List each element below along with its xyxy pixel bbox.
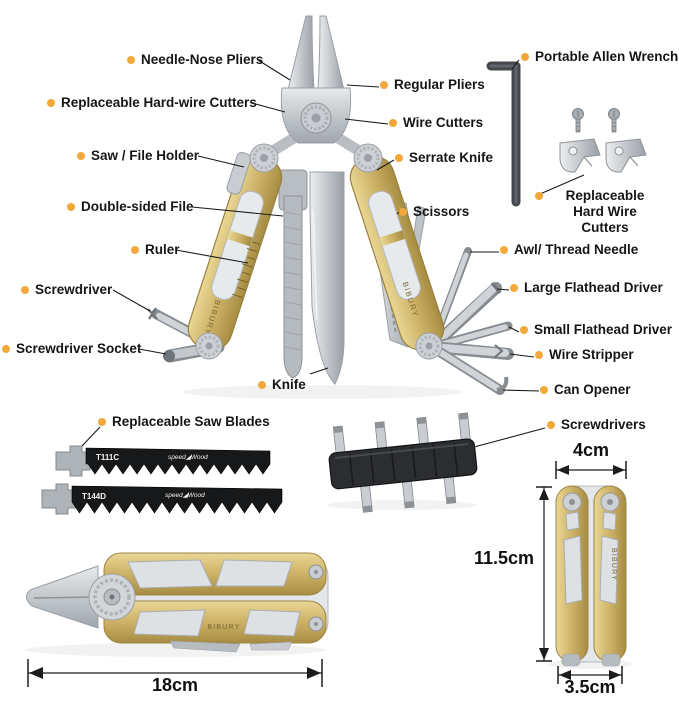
dimension-closed-width: 4cm <box>572 440 610 460</box>
open-multitool: BIBURY BIBURY <box>147 15 514 395</box>
callout-needle-nose-pliers: Needle-Nose Pliers <box>127 52 263 68</box>
bit-holder <box>328 438 478 490</box>
end-screws <box>308 564 324 632</box>
ruler-marks <box>232 241 261 298</box>
callout-saw-file-holder: Saw / File Holder <box>77 148 199 164</box>
pliers-jaw-left <box>287 15 315 91</box>
callout-regular-pliers: Regular Pliers <box>380 77 485 93</box>
folded-pliers-nose <box>26 565 99 629</box>
brand-mark: BIBURY <box>207 624 240 631</box>
callout-portable-allen-wrench: Portable Allen Wrench <box>521 49 678 65</box>
skeleton-cutouts <box>127 559 301 637</box>
bullet-dot <box>389 119 397 127</box>
wire-stripper <box>426 341 514 360</box>
blade-code: T144D <box>82 492 106 501</box>
bit-holder-ridges <box>348 442 459 486</box>
bit-tips <box>333 412 469 513</box>
blade-marking: speed◢Wood <box>165 492 205 499</box>
callout-screwdrivers: Screwdrivers <box>547 417 646 433</box>
bit-holder-highlight <box>334 442 469 459</box>
saw-blades: T111C speed◢Wood T144D speed◢Wood <box>41 445 283 515</box>
bullet-dot <box>395 154 403 162</box>
pliers-jaw-right <box>317 15 345 91</box>
brand-mark: BIBURY <box>610 548 617 581</box>
bullet-dot <box>510 284 518 292</box>
top-screws <box>562 492 620 512</box>
callout-wire-stripper: Wire Stripper <box>535 347 634 363</box>
callout-knife: Knife <box>258 377 306 393</box>
bullet-dot <box>547 421 555 429</box>
handle-left: BIBURY <box>187 151 283 351</box>
callout-screwdriver-socket: Screwdriver Socket <box>2 341 141 357</box>
pivot-knob <box>88 573 136 621</box>
bottom-tabs <box>561 653 621 667</box>
bullet-dot <box>521 53 529 61</box>
bullet-dot <box>520 326 528 334</box>
callout-screwdriver: Screwdriver <box>21 282 112 298</box>
callout-replaceable-hard-wire-cutters-left: Replaceable Hard-wire Cutters <box>47 95 257 111</box>
bullet-dot <box>540 386 548 394</box>
bullet-dot <box>77 152 85 160</box>
double-sided-file <box>283 195 303 379</box>
bullet-dot <box>2 345 10 353</box>
closed-multitool-vertical: BIBURY <box>555 485 627 667</box>
cutter-insert <box>605 138 647 173</box>
handle-crossbar <box>379 230 406 247</box>
dimension-lines <box>27 461 627 687</box>
saw-blade-t111c: T111C speed◢Wood <box>55 445 271 477</box>
dimension-closed-height: 11.5cm <box>473 548 534 568</box>
handle-crossbar <box>226 230 253 247</box>
spare-wire-cutters <box>559 108 647 173</box>
callout-replaceable-hard-wire-cutters-right: Replaceable Hard Wire Cutters <box>535 188 661 236</box>
file-texture <box>284 211 302 351</box>
callout-large-flathead-driver: Large Flathead Driver <box>510 280 663 296</box>
callout-scissors: Scissors <box>399 204 469 220</box>
callout-ruler: Ruler <box>131 242 180 258</box>
bullet-dot <box>380 81 388 89</box>
bullet-dot <box>98 418 106 426</box>
bullet-dot <box>21 286 29 294</box>
bullet-dot <box>535 351 543 359</box>
bullet-dot <box>535 192 543 200</box>
bullet-dot <box>47 99 55 107</box>
screw <box>608 108 620 133</box>
can-opener <box>427 342 509 395</box>
dimension-open-length: 18cm <box>151 675 199 695</box>
skeleton-cutouts <box>563 511 619 605</box>
bullet-dot <box>399 208 407 216</box>
closed-multitool-horizontal: BIBURY <box>26 552 329 653</box>
handle-right: BIBURY <box>349 155 445 351</box>
bullet-dot <box>67 203 75 211</box>
cutter-insert <box>559 138 601 173</box>
upper-pivot-right <box>353 143 383 173</box>
saw-blade-t144d: T144D speed◢Wood <box>41 483 283 515</box>
callout-serrate-knife: Serrate Knife <box>395 150 493 166</box>
screwdriver-bit-set <box>328 412 478 513</box>
callout-replaceable-saw-blades: Replaceable Saw Blades <box>98 414 270 430</box>
lower-pivot-right <box>415 332 443 360</box>
blade-marking: speed◢Wood <box>168 454 208 461</box>
bullet-dot <box>500 246 508 254</box>
bullet-dot <box>127 56 135 64</box>
allen-wrench <box>486 61 521 207</box>
callout-small-flathead-driver: Small Flathead Driver <box>520 322 672 338</box>
handle-cutout <box>368 190 421 300</box>
bullet-dot <box>258 381 266 389</box>
folded-tool-edges <box>169 640 293 653</box>
dimension-closed-thickness: 3.5cm <box>564 677 616 697</box>
blade-code: T111C <box>96 453 119 462</box>
callout-awl-thread-needle: Awl/ Thread Needle <box>500 242 638 258</box>
knife-blade <box>309 171 345 385</box>
leader-lines <box>81 59 585 448</box>
upper-pivot-left <box>249 143 279 173</box>
callout-wire-cutters: Wire Cutters <box>389 115 483 131</box>
callout-can-opener: Can Opener <box>540 382 631 398</box>
saw-file-holder-clip <box>226 151 252 195</box>
screw <box>572 108 584 133</box>
callout-double-sided-file: Double-sided File <box>67 199 194 215</box>
lower-pivot-left <box>195 332 223 360</box>
bullet-dot <box>131 246 139 254</box>
